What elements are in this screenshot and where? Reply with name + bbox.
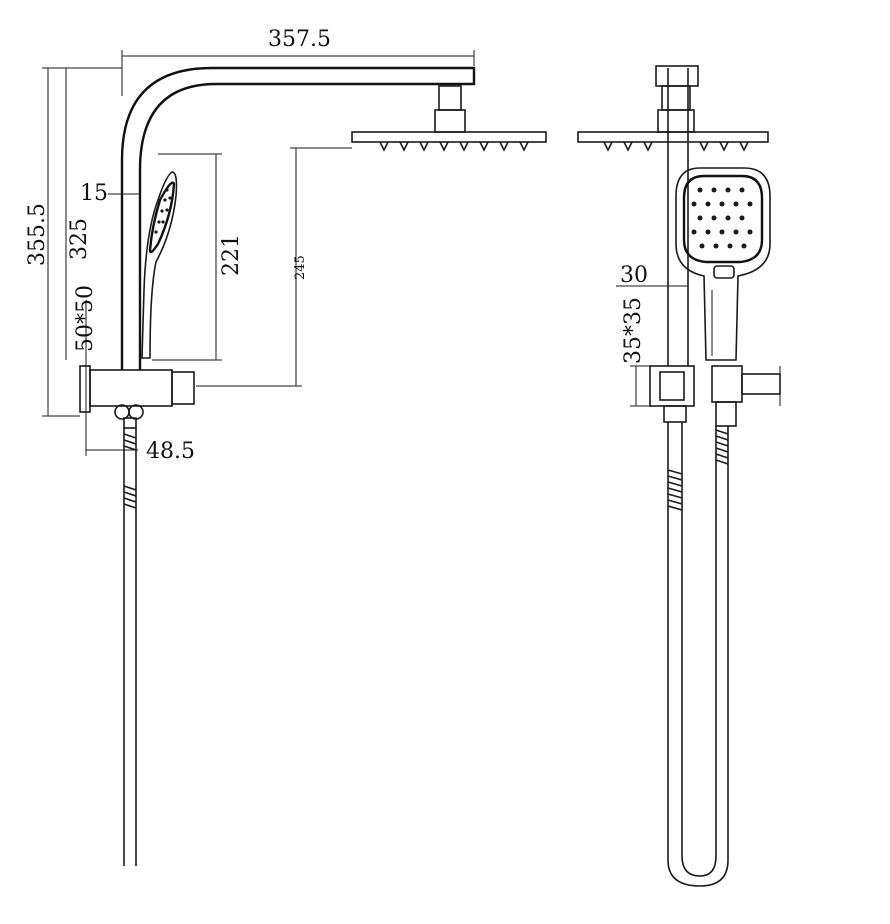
side-outlet-nuts bbox=[114, 404, 144, 429]
dim-lines-side bbox=[42, 50, 475, 456]
side-rain-head bbox=[351, 131, 547, 143]
front-handshower-face bbox=[682, 174, 764, 264]
dim-bracket-size-front: 35*35 bbox=[621, 297, 646, 364]
dim-riser-height: 325 bbox=[67, 218, 92, 260]
front-handshower-button bbox=[713, 265, 735, 279]
side-diverter-body bbox=[89, 369, 173, 407]
side-head-nut-base bbox=[434, 109, 466, 133]
front-bracket-inner bbox=[659, 371, 685, 401]
dim-handshower-gap: 15 bbox=[80, 181, 108, 206]
front-holder-arm bbox=[741, 373, 781, 395]
side-handshower-nozzles bbox=[154, 188, 172, 234]
dim-head-drop: 245 bbox=[293, 255, 308, 280]
front-riser bbox=[655, 65, 699, 366]
side-riser-outer bbox=[120, 66, 476, 370]
front-hose bbox=[667, 422, 729, 887]
front-handshower-nozzles bbox=[691, 187, 753, 249]
dim-handshower-length: 221 bbox=[219, 234, 244, 276]
front-head-nut bbox=[661, 85, 691, 111]
side-wall-plate bbox=[79, 365, 91, 413]
front-rain-head bbox=[577, 131, 769, 143]
side-rain-head-nozzles bbox=[379, 141, 529, 152]
front-holder bbox=[711, 365, 743, 403]
dim-rail-width: 30 bbox=[620, 263, 648, 288]
side-head-nut bbox=[438, 85, 462, 111]
front-handshower-body bbox=[675, 167, 771, 361]
front-rain-head-nozzles bbox=[603, 141, 749, 152]
dim-bracket-size-side: 50*50 bbox=[73, 285, 98, 352]
front-outlet-nuts bbox=[663, 401, 737, 427]
dim-arm-reach: 357.5 bbox=[268, 27, 331, 52]
front-view: 30 35*35 bbox=[577, 65, 781, 887]
side-view: 357.5 355.5 325 50*50 15 221 245 48.5 bbox=[25, 27, 547, 866]
side-handshower-face bbox=[148, 181, 176, 254]
side-handshower-body bbox=[141, 171, 178, 359]
side-hose bbox=[123, 428, 137, 866]
dim-total-height: 355.5 bbox=[25, 203, 50, 266]
dim-bracket-projection: 48.5 bbox=[146, 439, 195, 464]
side-holder bbox=[171, 371, 195, 405]
dim-lines-front bbox=[616, 285, 781, 407]
